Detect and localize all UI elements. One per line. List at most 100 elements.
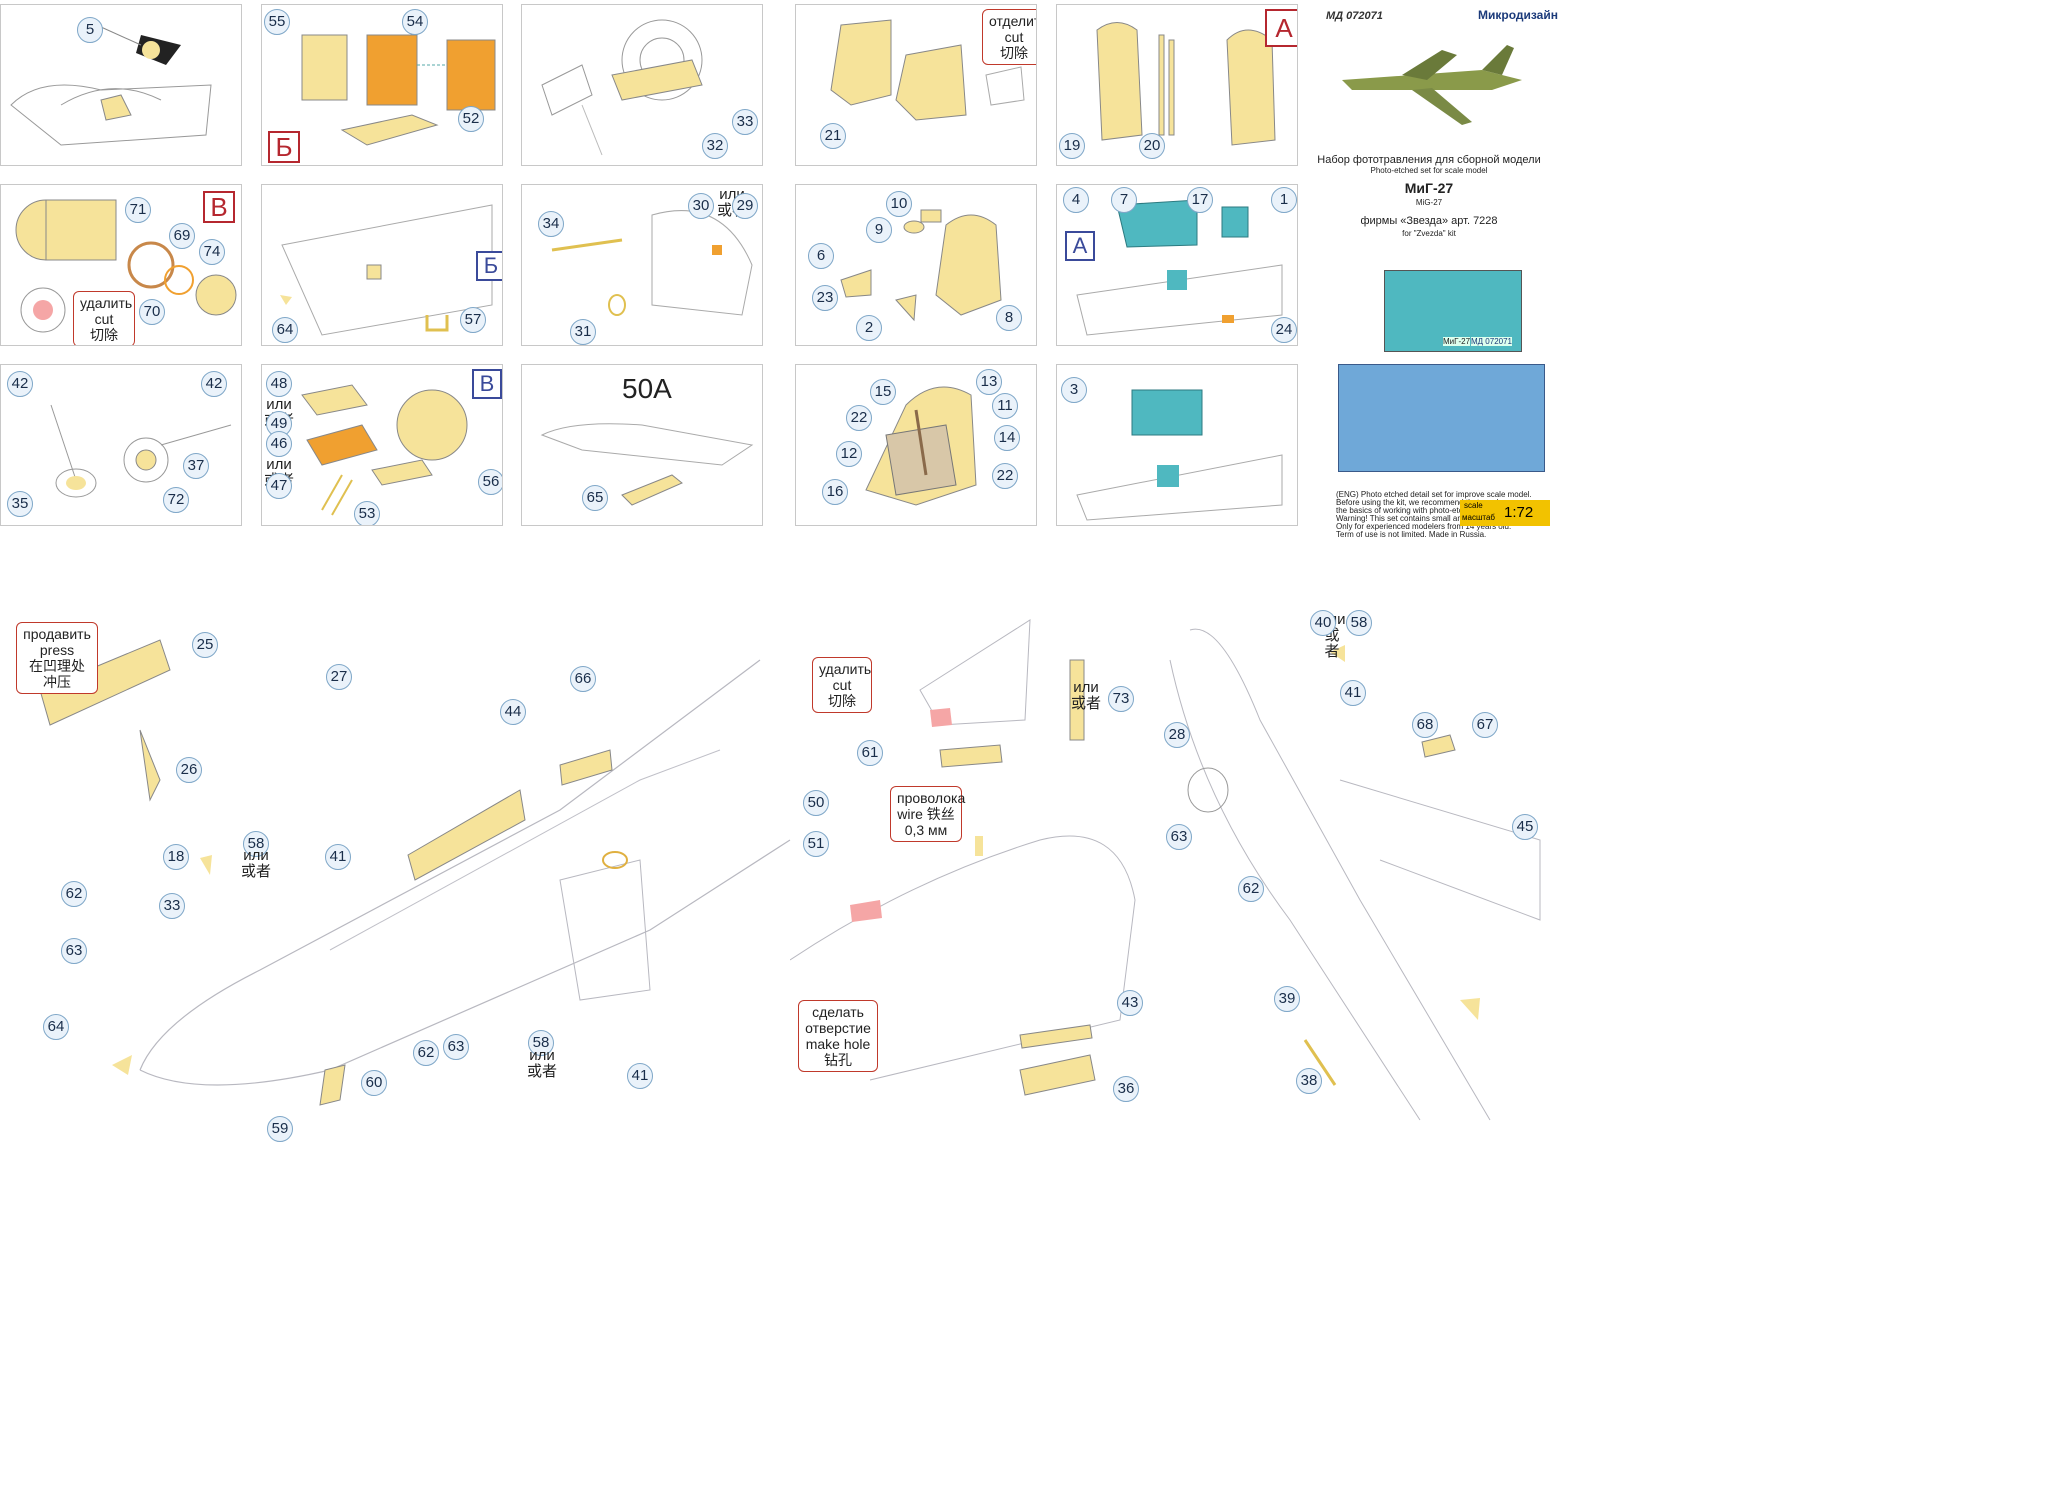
fret-preview-metal xyxy=(1338,364,1545,472)
callout-58: 58 xyxy=(243,831,269,857)
callout-15: 15 xyxy=(870,379,896,405)
callout-70: 70 xyxy=(139,299,165,325)
cockpit-tub-drawing xyxy=(10,26,212,146)
callout-73: 73 xyxy=(1108,686,1134,712)
callout-28: 28 xyxy=(1164,722,1190,748)
dashboard-drawing xyxy=(1076,389,1283,521)
scale-en: scale xyxy=(1464,501,1483,510)
callout-66: 66 xyxy=(570,666,596,692)
callout-37: 37 xyxy=(183,453,209,479)
step-panel-1: 5 xyxy=(0,4,242,166)
callout-32: 32 xyxy=(702,133,728,159)
callout-35: 35 xyxy=(7,491,33,517)
marker-a: А xyxy=(1265,9,1297,47)
callout-22-b: 22 xyxy=(992,463,1018,489)
instrument-panel-drawing xyxy=(1076,199,1283,336)
callout-63: 63 xyxy=(61,938,87,964)
callout-33: 33 xyxy=(732,109,758,135)
marker-v-2: В xyxy=(472,369,502,399)
step-panel-11: 42 42 37 35 72 xyxy=(0,364,242,526)
callout-34: 34 xyxy=(538,211,564,237)
callout-8: 8 xyxy=(996,305,1022,331)
product-code: МД 072071 xyxy=(1326,10,1383,22)
fret-label: МиГ-27 xyxy=(1443,337,1471,346)
callout-30: 30 xyxy=(688,193,714,219)
step-panel-10: 4 7 17 1 24 А xyxy=(1056,184,1298,346)
ejection-seat-drawing xyxy=(840,209,1002,322)
callout-38: 38 xyxy=(1296,1068,1322,1094)
callout-4: 4 xyxy=(1063,187,1089,213)
callout-20: 20 xyxy=(1139,133,1165,159)
callout-55: 55 xyxy=(264,9,290,35)
callout-51: 51 xyxy=(803,831,829,857)
callout-25: 25 xyxy=(192,632,218,658)
kit-en: for "Zvezda" kit xyxy=(1402,229,1456,238)
step-panel-5: А 19 20 xyxy=(1056,4,1298,166)
callout-42: 42 xyxy=(7,371,33,397)
callout-39: 39 xyxy=(1274,986,1300,1012)
callout-65: 65 xyxy=(582,485,608,511)
fin-fuselage-drawing xyxy=(790,619,1136,1096)
disclaimer-line: Warning! This set contains small and sha… xyxy=(1336,514,1511,523)
callout-61: 61 xyxy=(857,740,883,766)
callout-1: 1 xyxy=(1271,187,1297,213)
callout-57: 57 xyxy=(460,307,486,333)
callout-21: 21 xyxy=(820,123,846,149)
callout-68: 68 xyxy=(1412,712,1438,738)
landing-gear-drawing xyxy=(50,404,232,498)
variant-50a-label: 50А xyxy=(622,373,672,404)
callout-42-b: 42 xyxy=(201,371,227,397)
cut-note: отделитьcut切除 xyxy=(982,9,1036,65)
callout-62-b: 62 xyxy=(413,1040,439,1066)
callout-60: 60 xyxy=(361,1070,387,1096)
callout-64: 64 xyxy=(272,317,298,343)
model-en: MiG-27 xyxy=(1415,198,1443,207)
callout-6: 6 xyxy=(808,243,834,269)
callout-59: 59 xyxy=(267,1116,293,1142)
callout-10: 10 xyxy=(886,191,912,217)
callout-52: 52 xyxy=(458,106,484,132)
disclaimer-line: Term of use is not limited. Made in Russ… xyxy=(1336,530,1487,539)
fret-code: МД 072071 xyxy=(1471,337,1512,346)
marker-b: Б xyxy=(268,131,300,163)
engine-nozzle-drawing xyxy=(15,199,237,333)
callout-41-b: 41 xyxy=(627,1063,653,1089)
scale-ru: масштаб xyxy=(1462,513,1495,522)
callout-43: 43 xyxy=(1117,990,1143,1016)
callout-63-b: 63 xyxy=(443,1034,469,1060)
callout-17: 17 xyxy=(1187,187,1213,213)
disclaimer-line: Only for experienced modelers from 14 ye… xyxy=(1336,522,1512,531)
seat-harness-drawing xyxy=(865,386,977,506)
callout-7: 7 xyxy=(1111,187,1137,213)
step-panel-15: 3 xyxy=(1056,364,1298,526)
callout-11: 11 xyxy=(992,393,1018,419)
callout-9: 9 xyxy=(866,217,892,243)
callout-50: 50 xyxy=(803,790,829,816)
callout-24: 24 xyxy=(1271,317,1297,343)
callout-63-c: 63 xyxy=(1166,824,1192,850)
callout-58-b: 58 xyxy=(528,1030,554,1056)
scale-badge: scale масштаб 1:72 xyxy=(1460,500,1550,526)
title-ru: Набор фототравления для сборной модели xyxy=(1317,154,1541,166)
cockpit-detail-drawing xyxy=(551,210,753,316)
fuselage-side-drawing xyxy=(280,204,493,336)
callout-23: 23 xyxy=(812,285,838,311)
aircraft-photo xyxy=(1342,45,1522,125)
step-panel-14: 15 13 11 22 14 12 22 16 xyxy=(795,364,1037,526)
disclaimer-line: (ENG) Photo etched detail set for improv… xyxy=(1336,490,1532,499)
callout-13: 13 xyxy=(976,369,1002,395)
seat-cut-drawing xyxy=(830,19,1025,121)
marker-a-2: А xyxy=(1065,231,1095,261)
callout-58-c: 58 xyxy=(1346,610,1372,636)
step-panel-4: отделитьcut切除 21 xyxy=(795,4,1037,166)
callout-22: 22 xyxy=(846,405,872,431)
